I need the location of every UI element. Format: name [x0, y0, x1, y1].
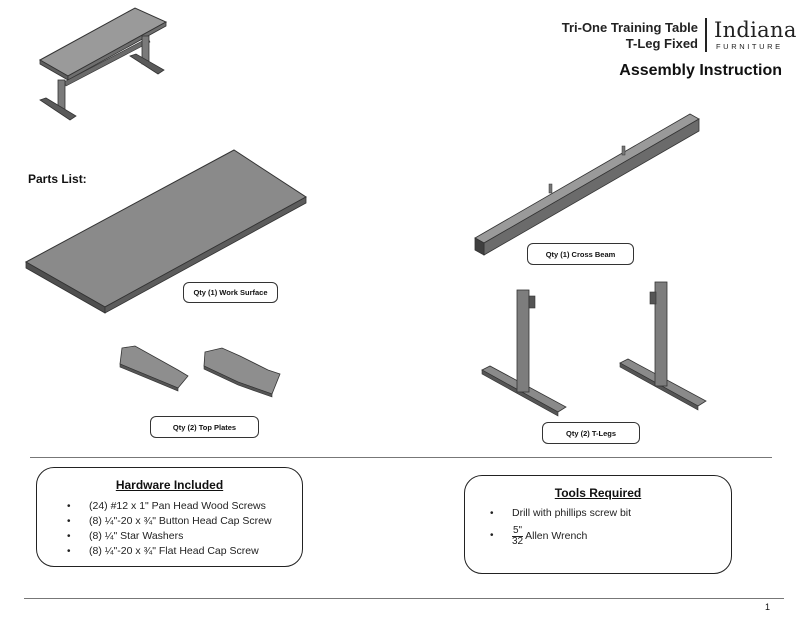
top-plates-label: Qty (2) Top Plates	[150, 416, 259, 438]
product-title-line1: Tri-One Training Table	[561, 20, 698, 35]
hardware-box: Hardware Included (24) #12 x 1" Pan Head…	[36, 467, 303, 567]
hardware-item: (24) #12 x 1" Pan Head Wood Screws	[67, 499, 272, 514]
footer-divider	[24, 598, 784, 599]
page-number: 1	[764, 602, 770, 612]
tools-item-allen: 5" 32 Allen Wrench	[490, 523, 631, 549]
brand-logo-subtitle: FURNITURE	[716, 42, 783, 51]
hardware-title: Hardware Included	[115, 478, 224, 492]
section-divider	[30, 457, 772, 458]
t-legs-label: Qty (2) T-Legs	[542, 422, 640, 444]
parts-list-heading: Parts List:	[28, 172, 87, 186]
hardware-list: (24) #12 x 1" Pan Head Wood Screws (8) ¼…	[67, 499, 272, 559]
hardware-item: (8) ¼"-20 x ¾" Button Head Cap Screw	[67, 514, 272, 529]
allen-size-denominator: 32	[512, 535, 524, 547]
brand-logo-name: Indiana	[714, 18, 797, 42]
tools-item: Drill with phillips screw bit	[490, 506, 631, 521]
document-title: Assembly Instruction	[619, 62, 782, 79]
allen-wrench-label: Allen Wrench	[525, 530, 588, 542]
work-surface-label: Qty (1) Work Surface	[183, 282, 278, 303]
brand-divider	[705, 18, 707, 52]
tools-list: Drill with phillips screw bit 5" 32 Alle…	[490, 506, 631, 549]
allen-size-numerator: 5"	[512, 524, 524, 537]
hardware-item: (8) ¼" Star Washers	[67, 529, 272, 544]
tools-title: Tools Required	[554, 486, 642, 500]
tools-box: Tools Required Drill with phillips screw…	[464, 475, 732, 574]
hardware-item: (8) ¼"-20 x ¾" Flat Head Cap Screw	[67, 544, 272, 559]
product-title-line2: T-Leg Fixed	[625, 36, 698, 51]
cross-beam-label: Qty (1) Cross Beam	[527, 243, 634, 265]
allen-size-fraction: 5" 32	[512, 524, 524, 547]
